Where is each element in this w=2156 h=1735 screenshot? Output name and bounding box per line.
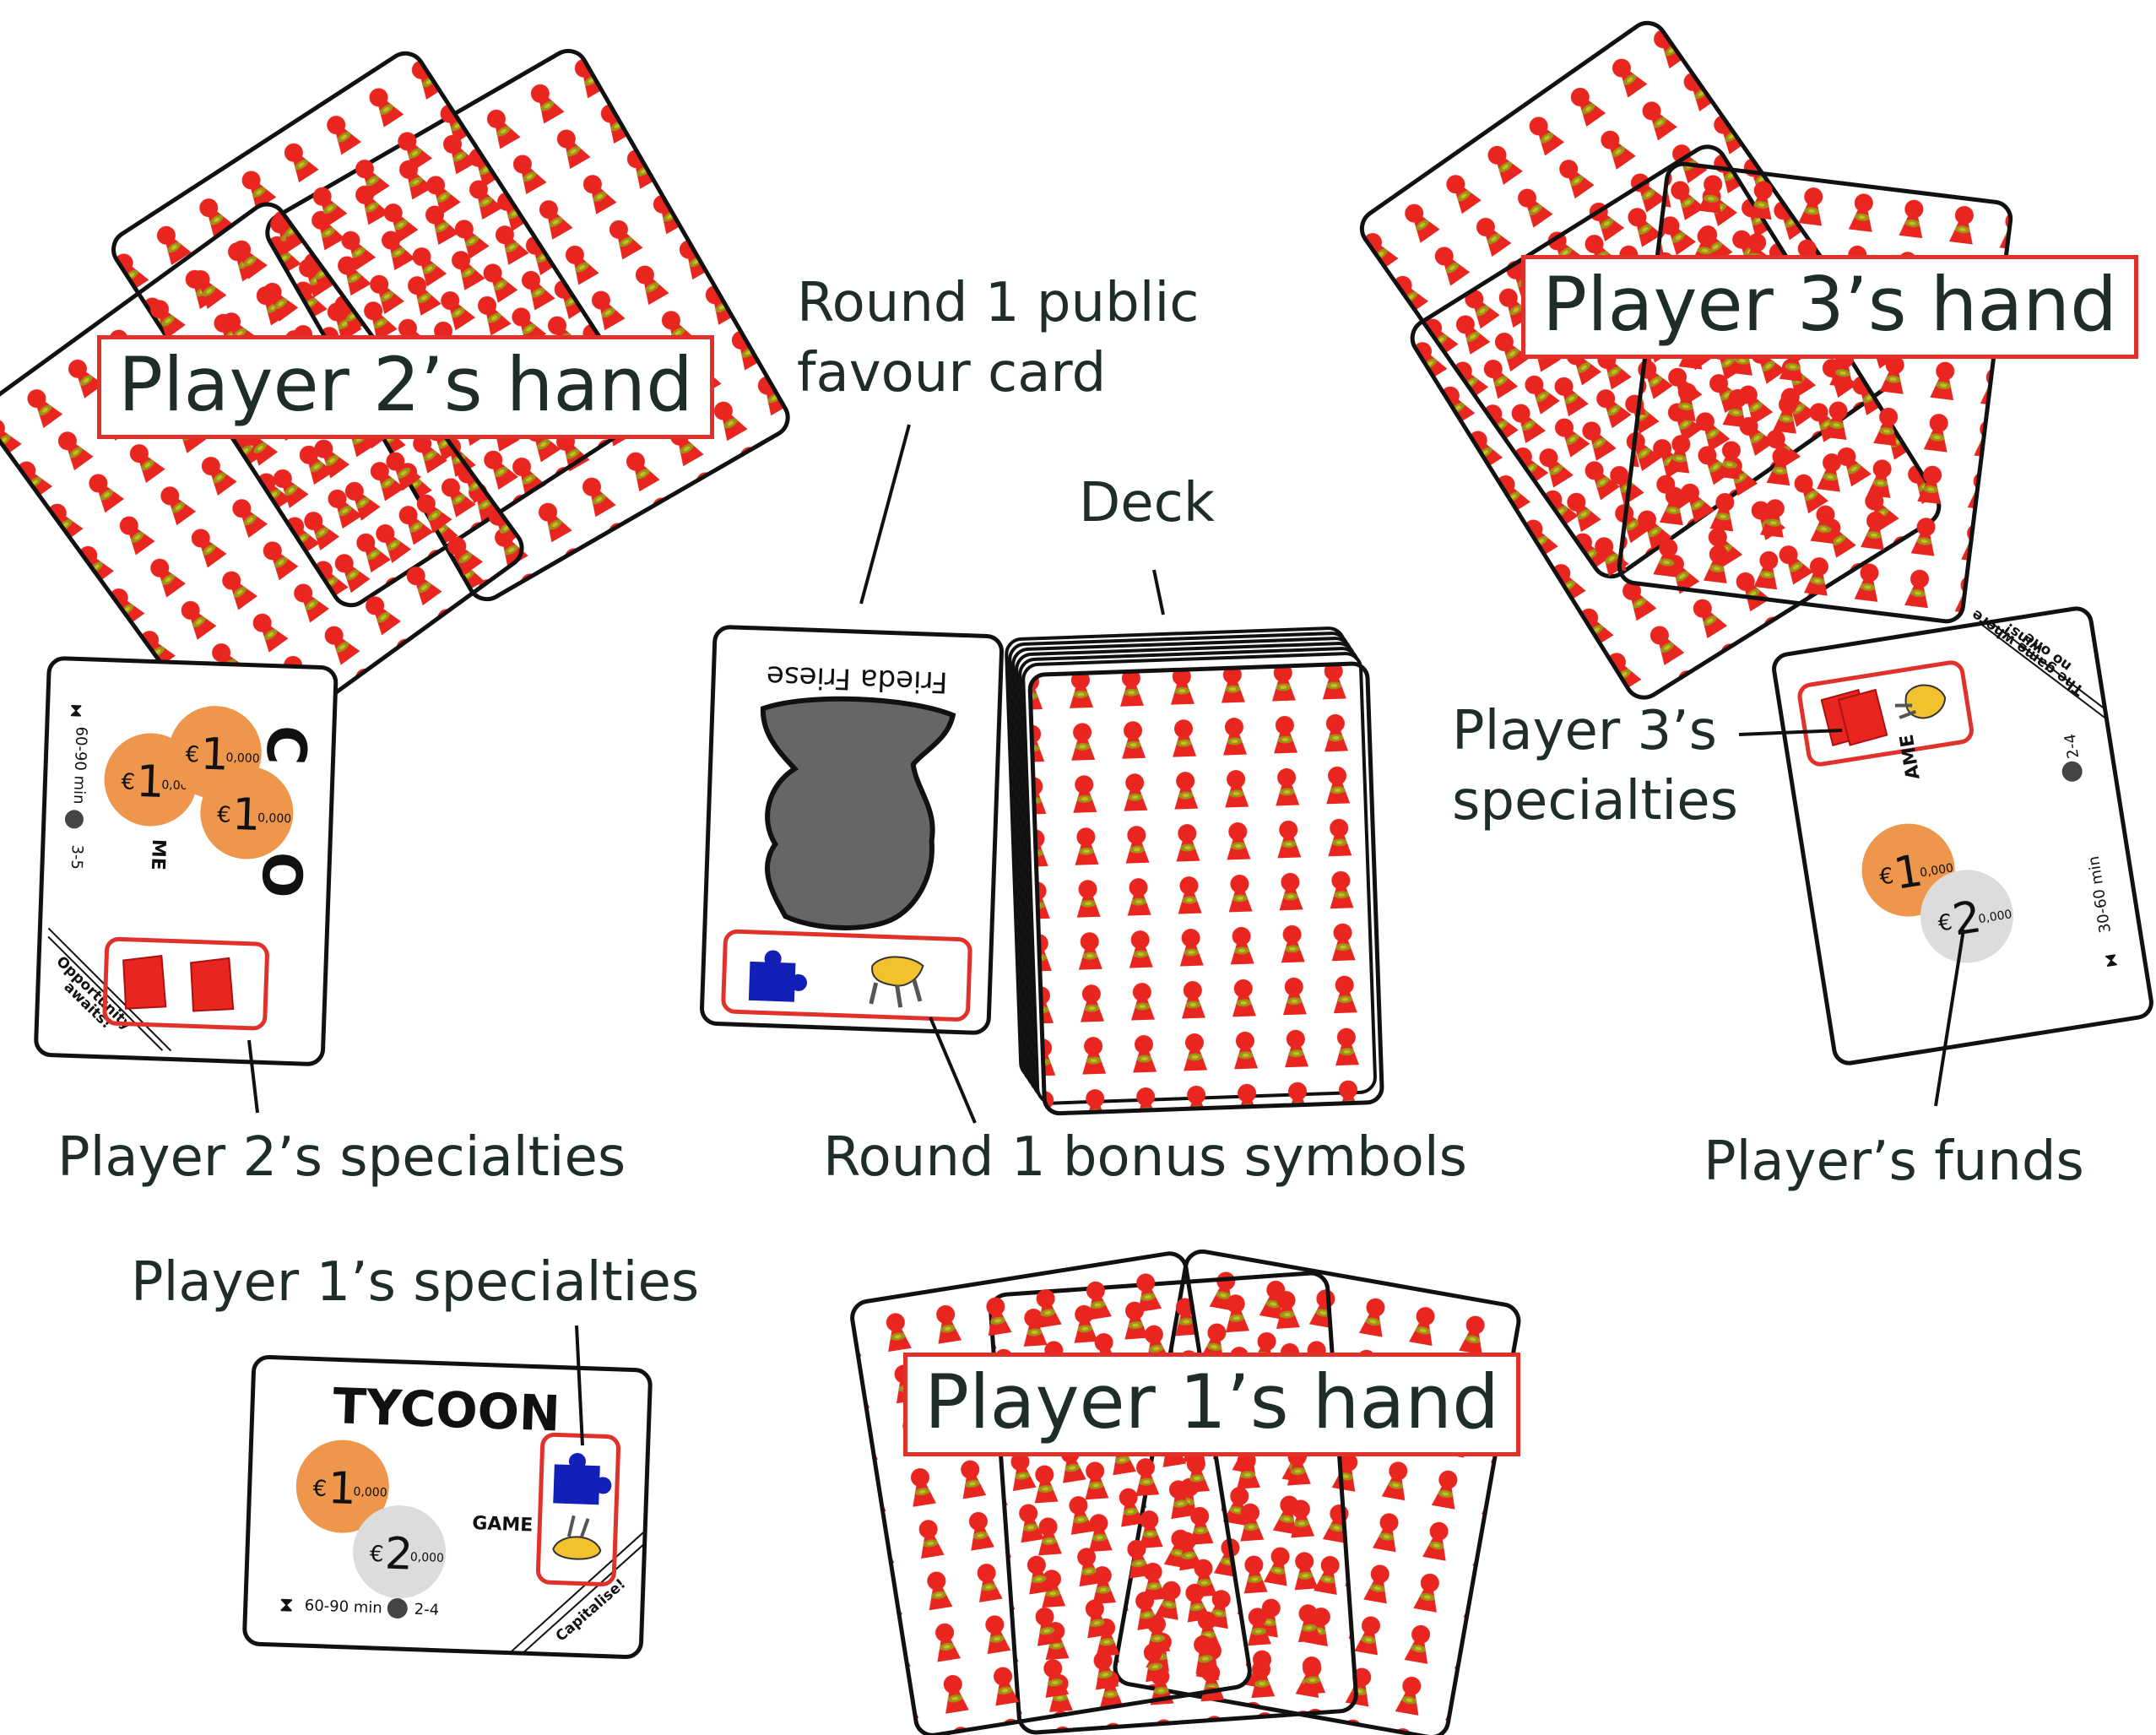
- player1-card: TYCOON GAME € 1 0,000 € 2 0,000 ⧗ 60-90 …: [242, 1355, 653, 1659]
- pointer-players-funds: [1934, 929, 1965, 1107]
- svg-text:2: 2: [384, 1528, 414, 1580]
- player1-hand: [850, 1249, 1521, 1735]
- svg-text:0,000: 0,000: [353, 1485, 387, 1499]
- play-time-text: 60-90 min: [304, 1597, 382, 1617]
- card-title: TYCOON: [332, 1377, 561, 1442]
- players-icon: [387, 1598, 408, 1619]
- round1-favour-label: Round 1 public favour card: [797, 272, 1200, 405]
- round1-bonus-label: Round 1 bonus symbols: [823, 1126, 1467, 1189]
- coin-2: € 2 0,000: [353, 1505, 447, 1599]
- pointer-favour-card: [859, 424, 911, 605]
- players-icon: [64, 810, 84, 829]
- deck-top-card: [1027, 661, 1384, 1116]
- pointer-player3-specialties: [1738, 729, 1843, 736]
- hourglass-icon: ⧗: [279, 1592, 294, 1617]
- svg-text:0,000: 0,000: [410, 1551, 445, 1565]
- coin-1: € 1 0,000: [295, 1440, 389, 1533]
- pointer-lines: [247, 424, 1965, 1446]
- pointer-deck: [1152, 569, 1165, 615]
- figure-icon: [552, 1515, 602, 1560]
- player3-specialties-label: Player 3’s specialties: [1452, 700, 1738, 833]
- bonus-symbols-box: [721, 929, 972, 1022]
- svg-text:€: €: [217, 802, 232, 828]
- favour-card-name: Frieda Friese: [766, 659, 948, 698]
- hourglass-icon: ⧗: [2103, 949, 2119, 972]
- player1-hand-label: Player 1’s hand: [903, 1353, 1520, 1456]
- svg-text:0,000: 0,000: [1978, 908, 2013, 926]
- card-subtitle: ME: [147, 838, 169, 870]
- player1-hand-card: [850, 1251, 1252, 1735]
- svg-text:1: 1: [231, 789, 261, 841]
- coin-3: € 1 0,000: [200, 766, 294, 859]
- svg-text:€: €: [369, 1542, 384, 1568]
- pointer-player2-specialties: [247, 1039, 259, 1114]
- svg-text:€: €: [1937, 909, 1954, 936]
- specialties-box: [102, 936, 269, 1031]
- deck-label: Deck: [1079, 472, 1215, 534]
- player2-card: 60-90 min ⧗ 3-5 ME C O € 1 0,000 € 1 0,0…: [34, 656, 339, 1066]
- player3-hand-label: Player 3’s hand: [1521, 255, 2138, 359]
- deck: [1005, 626, 1384, 1116]
- puzzle-icon: [553, 1452, 612, 1505]
- svg-text:€: €: [185, 742, 200, 768]
- favour-card: Frieda Friese: [700, 625, 1004, 1035]
- figure-icon: [1894, 684, 1947, 719]
- coin-2: € 2 0,000: [1920, 870, 2013, 963]
- player-count-text: 2-4: [414, 1601, 439, 1619]
- players-icon: [2061, 761, 2083, 782]
- silhouette-portrait: [760, 696, 956, 930]
- player-count-text: 3-5: [68, 844, 86, 870]
- player2-specialties-label: Player 2’s specialties: [57, 1126, 626, 1189]
- play-time-text: 60-90 min: [70, 726, 90, 805]
- card-subtitle: GAME: [472, 1513, 534, 1536]
- figure-icon: [869, 956, 924, 1008]
- svg-text:0,000: 0,000: [225, 751, 260, 766]
- player-count-text: 2-4: [2061, 733, 2083, 760]
- svg-text:€: €: [1877, 864, 1895, 891]
- card-title-fragment: C: [253, 724, 317, 767]
- player2-hand-label: Player 2’s hand: [97, 335, 714, 439]
- svg-text:€: €: [312, 1476, 328, 1502]
- pointer-player1-specialties: [575, 1325, 584, 1446]
- red-cards-icon: [122, 954, 235, 1012]
- svg-text:1: 1: [135, 756, 165, 808]
- player1-specialties-label: Player 1’s specialties: [131, 1251, 700, 1314]
- svg-text:€: €: [121, 769, 136, 795]
- player3-hand-card: [1617, 161, 2013, 624]
- player3-card: The game where no one wins! AME 2-4 30-6…: [1772, 606, 2153, 1065]
- specialties-box: [1797, 660, 1974, 767]
- svg-text:1: 1: [328, 1463, 357, 1515]
- hourglass-icon: ⧗: [69, 700, 83, 722]
- players-funds-label: Player’s funds: [1704, 1130, 2084, 1193]
- svg-text:0,000: 0,000: [257, 811, 292, 826]
- player3-hand: [1359, 20, 2013, 700]
- card-title-fragment: O: [249, 851, 313, 899]
- pointer-round1-bonus: [929, 1017, 977, 1124]
- puzzle-icon: [748, 950, 808, 1002]
